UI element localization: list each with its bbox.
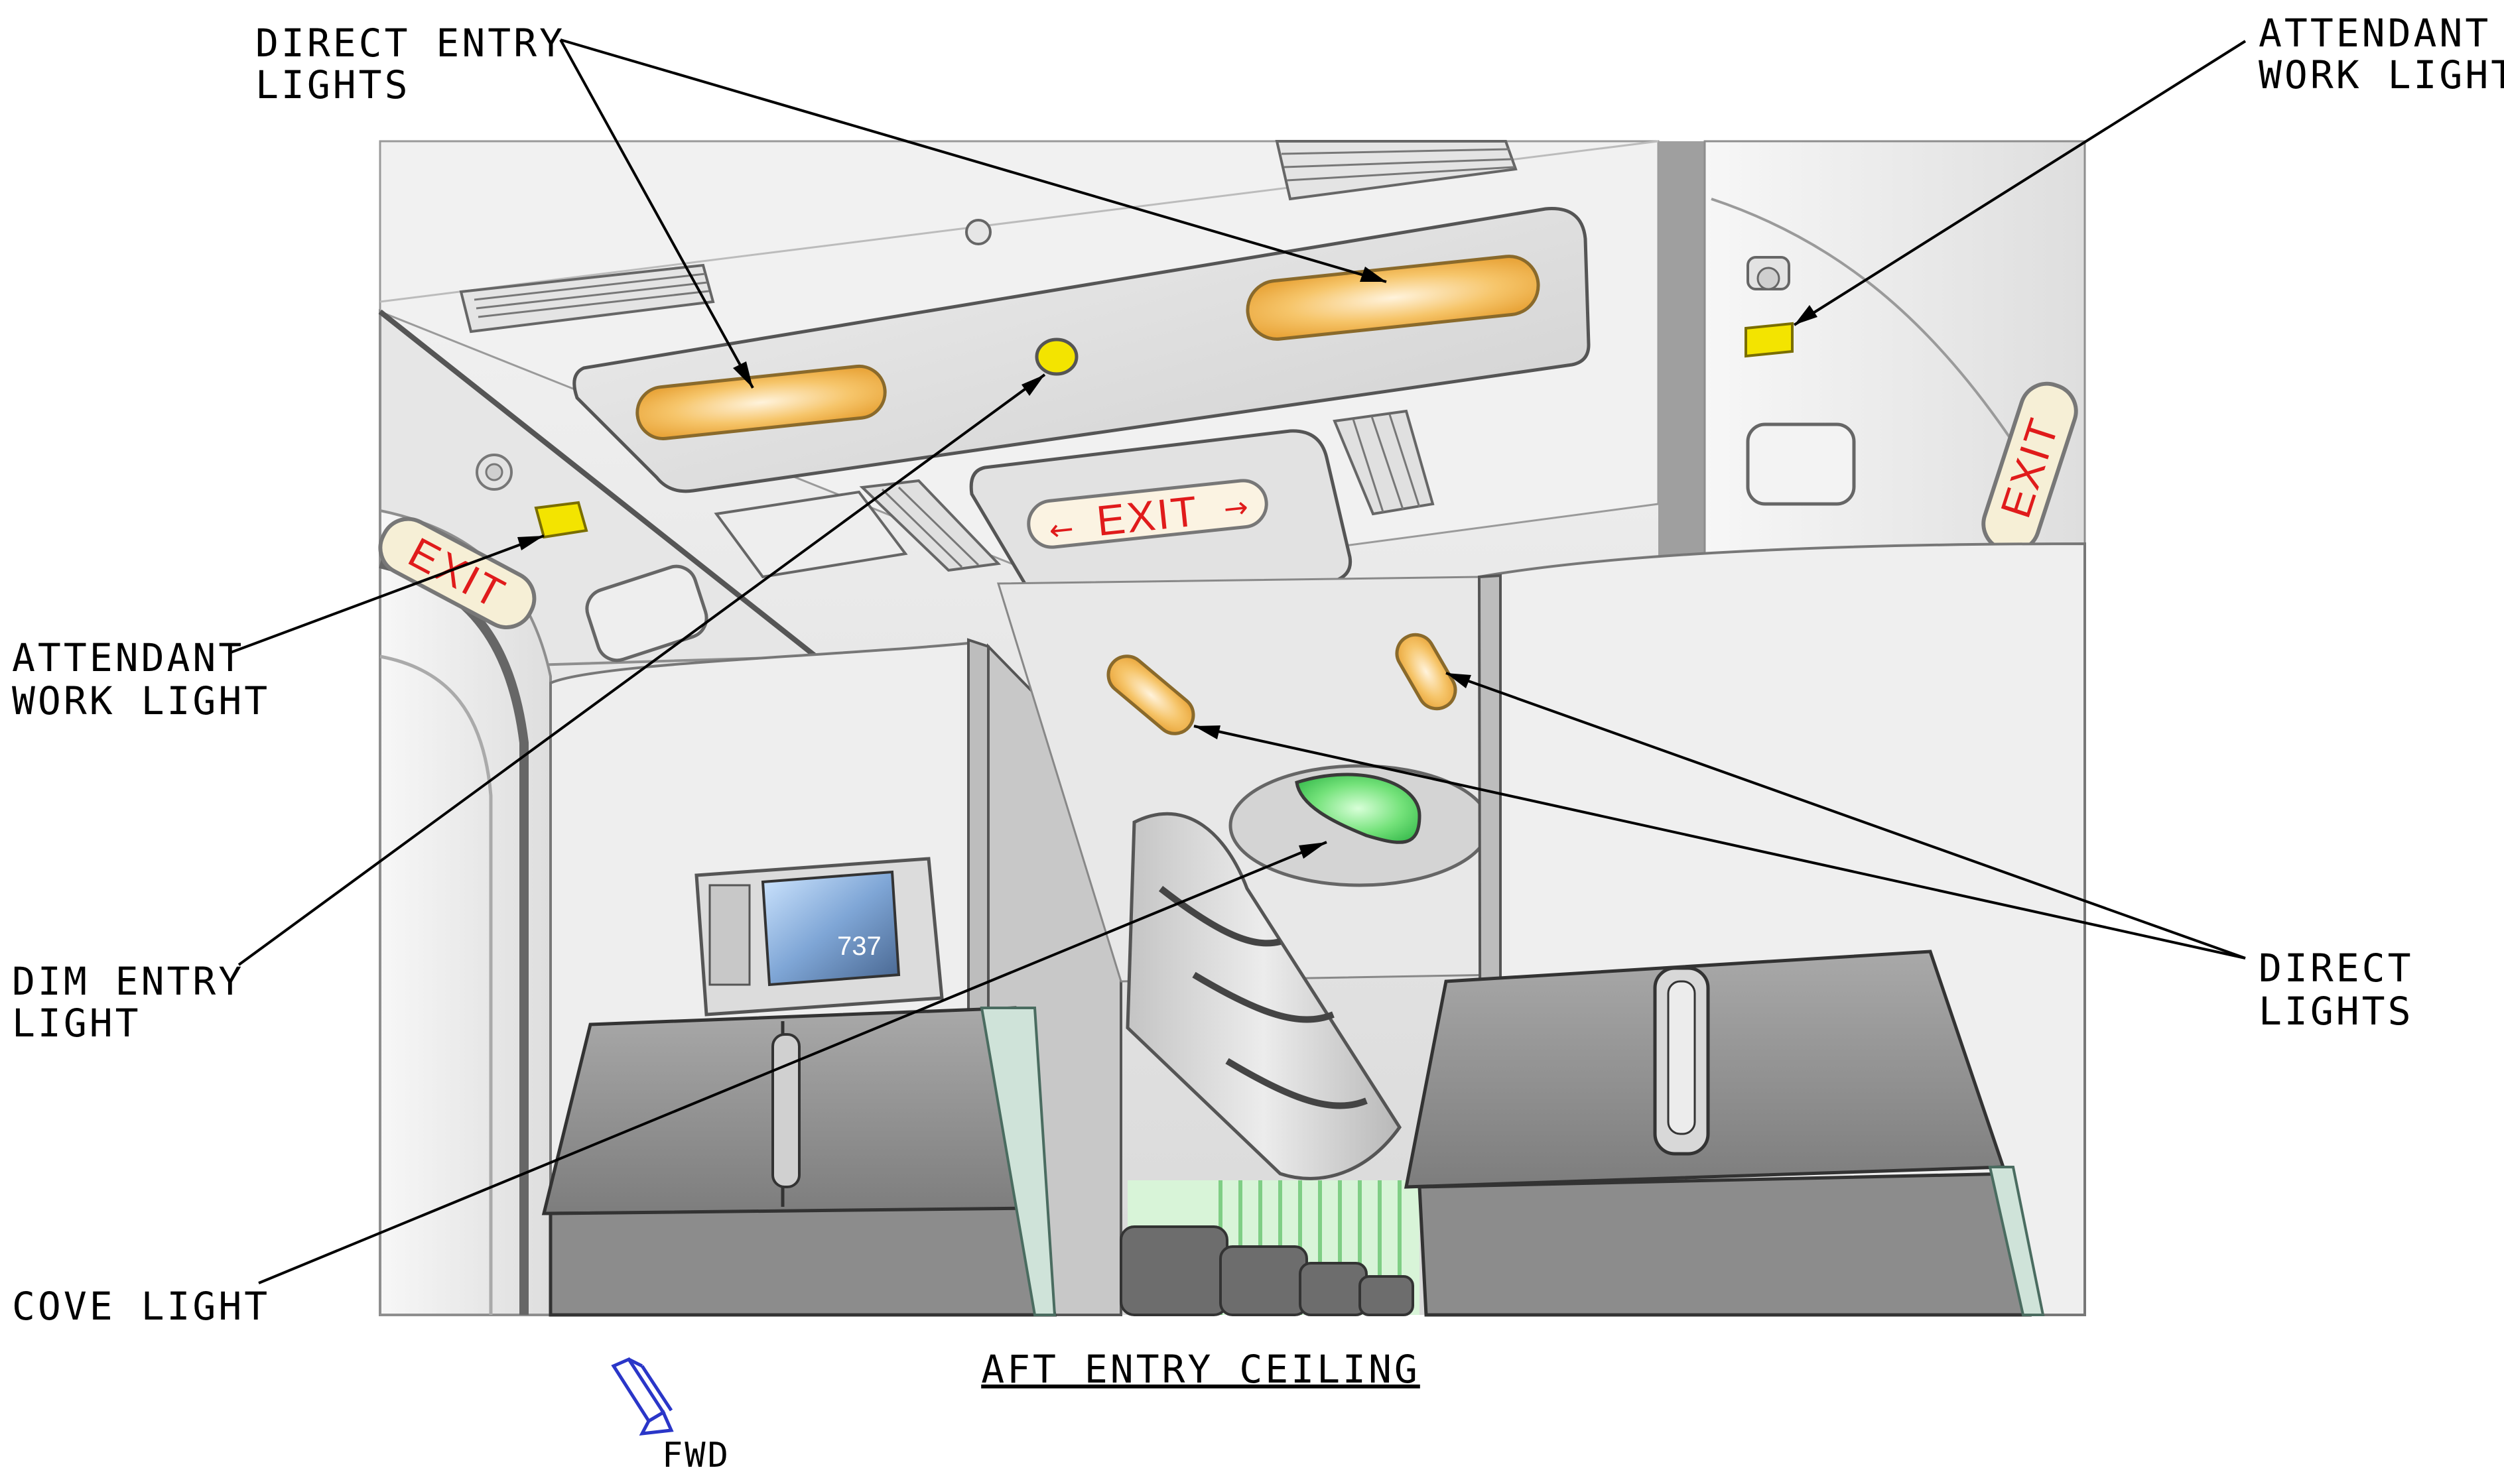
dim-entry-light <box>1035 338 1079 376</box>
leader-direct-right <box>1445 672 2246 959</box>
exit-arrow-left: ← <box>1047 512 1075 548</box>
right-column <box>1658 141 1705 566</box>
attendant-seat-right <box>1404 950 2045 1317</box>
attendant-work-light-right <box>1745 256 1856 506</box>
label-attendant-work-light-left-line2: WORK LIGHT <box>12 678 270 723</box>
arrowhead-direct-entry-right <box>1360 267 1386 282</box>
arrowhead-cove-light <box>1299 842 1327 859</box>
label-attendant-work-light-left-line1: ATTENDANT <box>12 635 244 680</box>
label-attendant-work-light-right-line2: WORK LIGHT <box>2259 52 2504 97</box>
left-door-edge <box>379 654 493 1315</box>
direct-entry-light-left <box>635 364 887 440</box>
leader-dim-entry <box>237 373 1046 966</box>
exit-sign-center: ← EXIT → <box>969 429 1352 605</box>
label-direct-entry-lights-line1: DIRECT ENTRY <box>255 21 565 66</box>
fwd-orientation-indicator: FWD <box>611 1357 730 1475</box>
direct-light-left <box>1106 654 1195 735</box>
leader-lines <box>228 38 2247 1284</box>
attendant-work-light-left <box>476 454 708 662</box>
lower-ceiling-panel-left <box>714 490 908 579</box>
ceiling-vent-right <box>1333 409 1435 516</box>
label-cove-light: COVE LIGHT <box>12 1284 270 1329</box>
label-dim-entry-light-line2: LIGHT <box>12 1001 141 1046</box>
overhead-bin-tube <box>1126 812 1402 1180</box>
arrowhead-work-light-right <box>1794 305 1817 325</box>
direct-light-right <box>1395 633 1457 711</box>
leader-work-light-right <box>1793 40 2247 326</box>
callout-labels: DIRECT ENTRY LIGHTS ATTENDANT WORK LIGHT… <box>12 11 2504 1392</box>
figure-caption: AFT ENTRY CEILING <box>981 1347 1420 1392</box>
display-screen-text: 737 <box>837 932 882 961</box>
label-dim-entry-light-line1: DIM ENTRY <box>12 959 244 1004</box>
arrowhead-dim-entry <box>1021 375 1045 396</box>
distant-cabin <box>1120 1180 1419 1316</box>
label-direct-lights-line1: DIRECT <box>2259 946 2414 991</box>
ceiling-vent-left <box>459 263 715 334</box>
right-wall-curve <box>1711 198 2011 439</box>
arrowhead-direct-right <box>1446 673 1471 688</box>
leader-work-light-left <box>228 534 545 654</box>
cabin-illustration: EXIT <box>378 140 2086 1317</box>
label-attendant-work-light-right-line1: ATTENDANT <box>2259 11 2491 56</box>
left-ceiling-edge <box>378 309 818 659</box>
arrowhead-work-light-left <box>517 536 544 550</box>
exit-arrow-right: → <box>1222 490 1250 526</box>
fwd-label: FWD <box>662 1436 730 1475</box>
ceiling-speaker <box>965 219 992 245</box>
label-direct-entry-lights-line2: LIGHTS <box>255 62 411 107</box>
ceiling-vent-middle <box>859 479 1002 572</box>
attendant-seat-left <box>541 1006 1057 1317</box>
leader-direct-left <box>1193 725 2246 959</box>
leader-cove-light <box>258 841 1327 1284</box>
cove-light <box>1295 773 1421 844</box>
label-direct-lights-line2: LIGHTS <box>2259 989 2414 1034</box>
leader-direct-entry-right <box>560 38 1387 283</box>
fwd-arrow-icon <box>611 1357 674 1436</box>
arrowhead-direct-entry-left <box>733 361 753 388</box>
seat-display-unit: 737 <box>694 857 944 1017</box>
ceiling-vent-top <box>1275 140 1518 201</box>
exit-sign-right: EXIT <box>1981 381 2078 554</box>
exit-sign-center-text: EXIT <box>1094 487 1201 545</box>
arrowhead-direct-left <box>1194 725 1220 739</box>
direct-entry-light-right <box>1246 255 1540 341</box>
leader-direct-entry-left <box>559 39 754 389</box>
leader-arrowheads <box>517 267 1817 859</box>
